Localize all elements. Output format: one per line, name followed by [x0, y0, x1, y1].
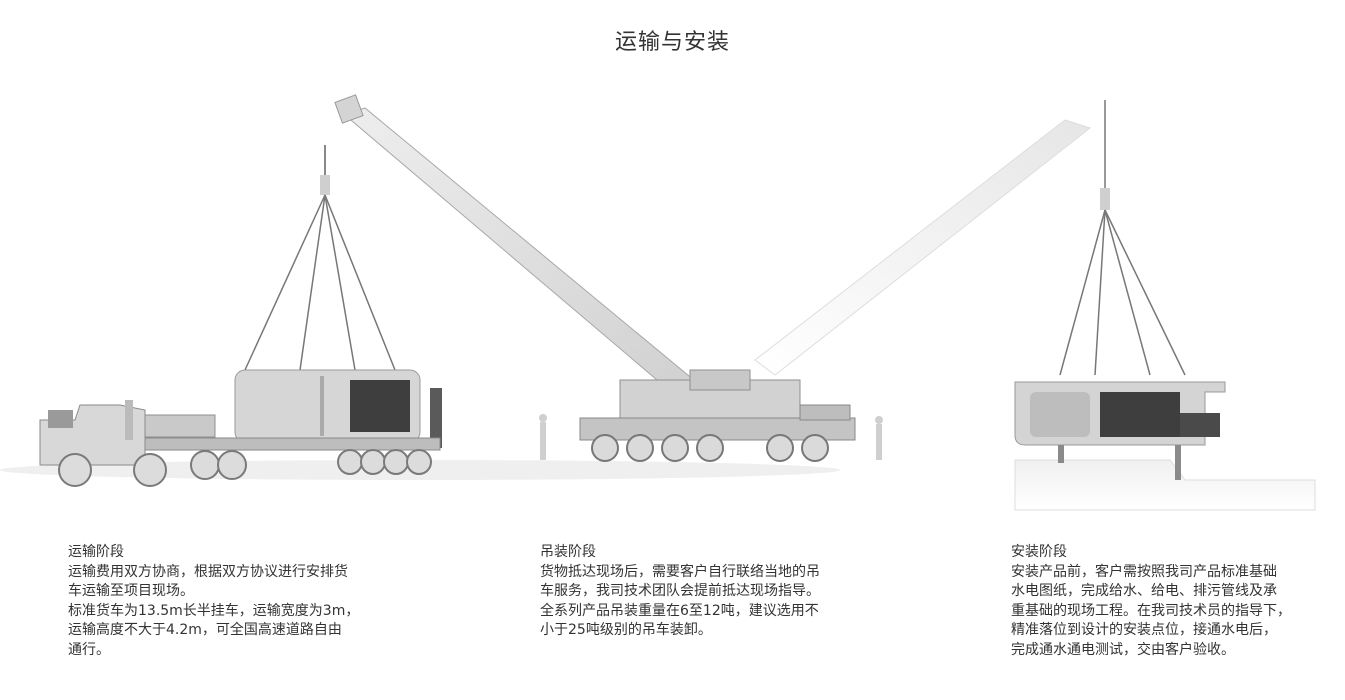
- module-icon: [1014, 100, 1316, 511]
- section-line: 货物抵达现场后，需要客户自行联络当地的吊: [540, 563, 820, 580]
- section-line: 精准落位到设计的安装点位，接通水电后，: [1011, 622, 1277, 638]
- section-line: 全系列产品吊装重量在6至12吨，建议选用不: [540, 602, 819, 619]
- section-line: 车服务，我司技术团队会提前抵达现场指导。: [540, 583, 820, 599]
- section-line: 完成通水通电测试，交由客户验收。: [1011, 641, 1235, 658]
- section-lifting: 吊装阶段 货物抵达现场后，需要客户自行联络当地的吊 车服务，我司技术团队会提前抵…: [540, 543, 870, 641]
- section-line: 水电图纸，完成给水、给电、排污管线及承: [1011, 583, 1277, 599]
- section-line: 小于25吨级别的吊车装卸。: [540, 622, 712, 638]
- section-line: 运输费用双方协商，根据双方协议进行安排货: [68, 563, 348, 580]
- section-heading: 吊装阶段: [540, 544, 596, 560]
- page-title: 运输与安装: [614, 30, 730, 55]
- section-line: 车运输至项目现场。: [68, 583, 194, 599]
- crane-icon: [334, 94, 1092, 462]
- transport-installation-illustration: [0, 94, 1316, 511]
- section-line: 标准货车为13.5m长半挂车，运输宽度为3m，: [68, 602, 360, 619]
- section-transport: 运输阶段 运输费用双方协商，根据双方协议进行安排货 车运输至项目现场。 标准货车…: [68, 543, 398, 660]
- section-line: 运输高度不大于4.2m，可全国高速道路自由: [68, 622, 342, 638]
- section-line: 安装产品前，客户需按照我司产品标准基础: [1011, 563, 1277, 580]
- section-line: 通行。: [68, 641, 110, 658]
- section-heading: 安装阶段: [1011, 544, 1067, 560]
- section-line: 重基础的现场工程。在我司技术员的指导下，: [1011, 602, 1291, 619]
- section-installation: 安装阶段 安装产品前，客户需按照我司产品标准基础 水电图纸，完成给水、给电、排污…: [1011, 543, 1331, 660]
- truck-icon: [39, 145, 442, 487]
- section-heading: 运输阶段: [68, 544, 124, 560]
